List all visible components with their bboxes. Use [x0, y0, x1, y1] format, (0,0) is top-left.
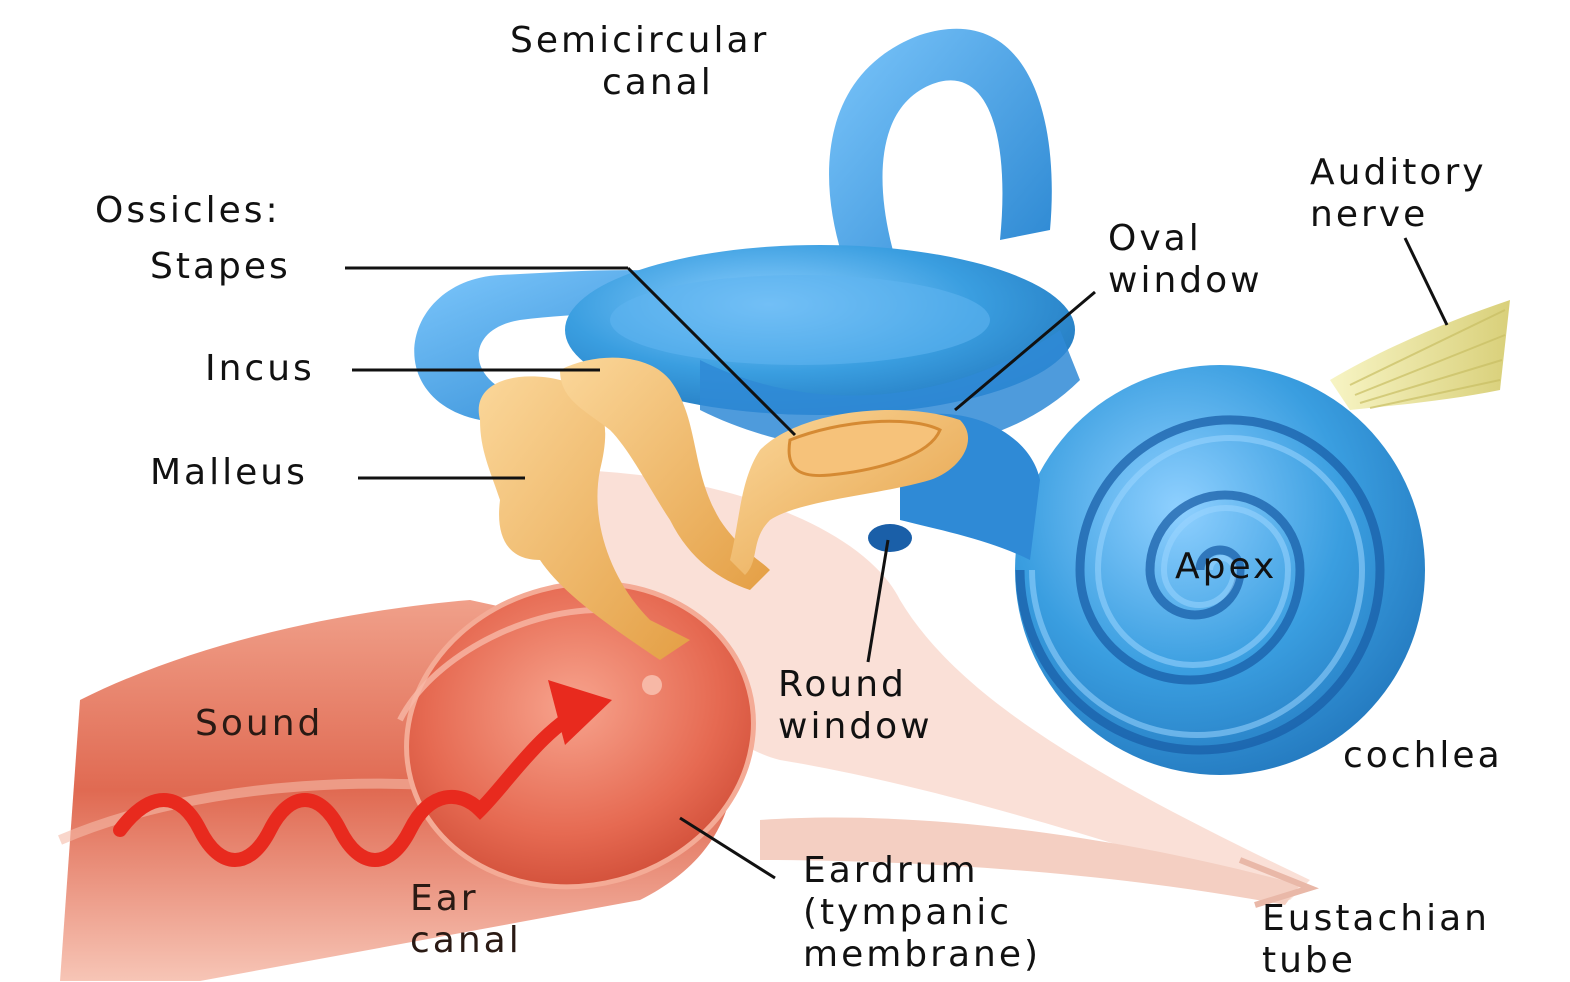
semicircular-canal-label-line2: canal — [510, 62, 769, 104]
semicircular-canal-label-line1: Semicircular — [510, 20, 769, 62]
auditory-nerve-leader — [1405, 238, 1447, 325]
ossicles-heading: Ossicles: — [95, 190, 281, 232]
stapes-label: Stapes — [150, 246, 291, 288]
oval-window-label-line2: window — [1108, 260, 1263, 302]
sound-label: Sound — [195, 703, 323, 745]
ear-canal-label-line1: Ear — [410, 878, 522, 920]
round-window-shape — [868, 524, 912, 552]
auditory-nerve-label-line1: Auditory — [1310, 152, 1487, 194]
round-window-label-line1: Round — [778, 664, 933, 706]
auditory-nerve-label-line2: nerve — [1310, 194, 1487, 236]
cochlea-label: cochlea — [1343, 735, 1503, 777]
eardrum-label-line1: Eardrum — [803, 850, 1041, 892]
round-window-label-line2: window — [778, 706, 933, 748]
semicircular-canal-label: Semicircular canal — [510, 20, 769, 104]
ear-canal-label-line2: canal — [410, 920, 522, 962]
malleus-label: Malleus — [150, 452, 308, 494]
eustachian-tube-label-line1: Eustachian — [1262, 898, 1490, 940]
oval-window-label-line1: Oval — [1108, 218, 1263, 260]
apex-label: Apex — [1175, 546, 1277, 588]
ear-canal-label: Ear canal — [410, 878, 522, 962]
oval-window-label: Oval window — [1108, 218, 1263, 302]
eardrum-label: Eardrum (tympanic membrane) — [803, 850, 1041, 976]
eardrum-label-line3: membrane) — [803, 934, 1041, 976]
round-window-label: Round window — [778, 664, 933, 748]
auditory-nerve-label: Auditory nerve — [1310, 152, 1487, 236]
eustachian-tube-label: Eustachian tube — [1262, 898, 1490, 982]
eardrum-label-line2: (tympanic — [803, 892, 1041, 934]
incus-label: Incus — [205, 348, 315, 390]
eustachian-tube-label-line2: tube — [1262, 940, 1490, 982]
